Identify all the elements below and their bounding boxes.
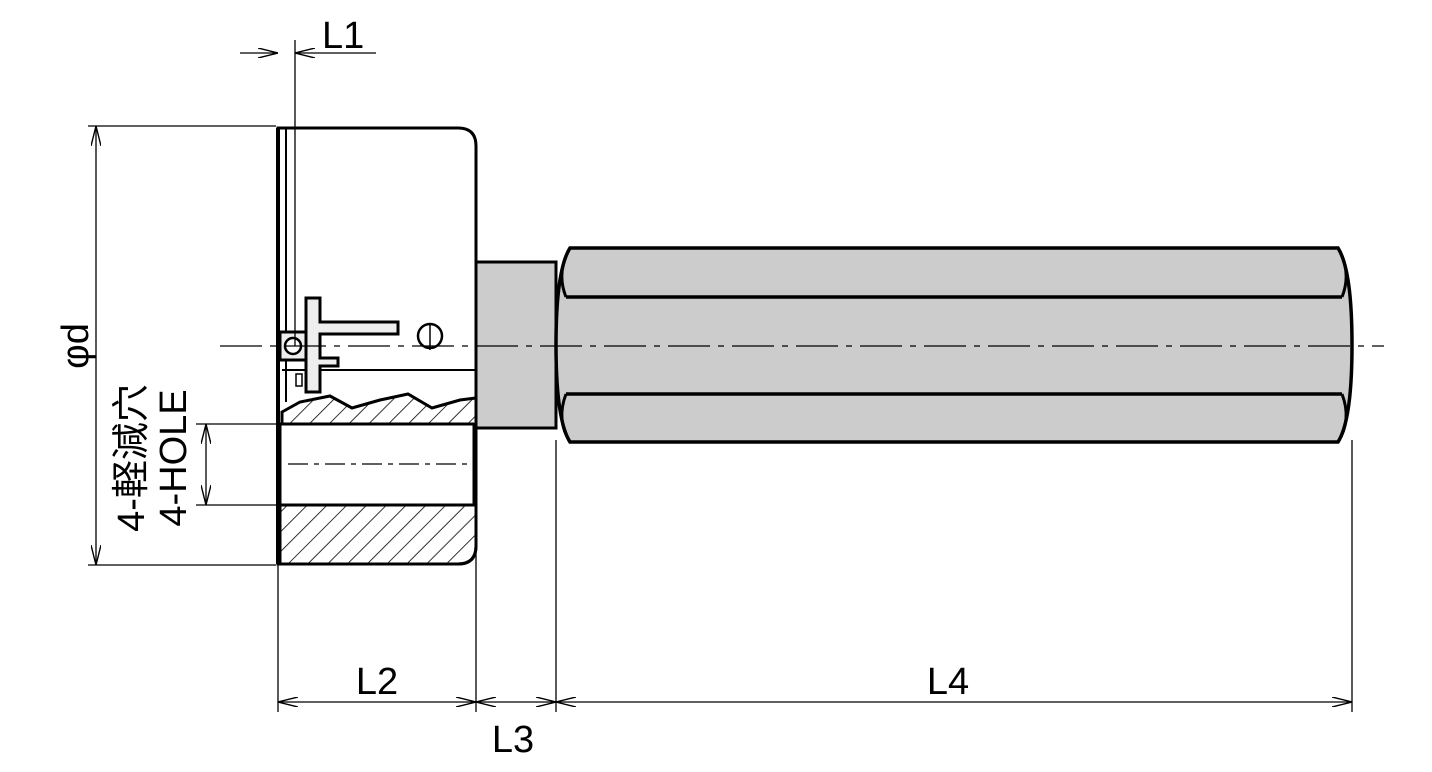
- dim-hole: 4-軽減穴 4-HOLE: [111, 384, 206, 532]
- label-l4: L4: [927, 661, 969, 703]
- hub-section-bottom: [278, 503, 478, 566]
- key-lower-mark: [295, 373, 303, 387]
- label-phi-d: φd: [55, 323, 97, 369]
- hex-shaft-body: [554, 246, 1354, 444]
- hub-section-break: [280, 392, 478, 426]
- hex-shaft: [554, 246, 1354, 444]
- dim-l1: L1: [240, 15, 376, 57]
- dim-phi-d: φd: [55, 126, 97, 565]
- label-hole-en: 4-HOLE: [153, 389, 195, 526]
- dim-l4: L4: [556, 661, 1352, 703]
- hub: [276, 126, 478, 566]
- hex-end-right-upper: [1336, 247, 1348, 298]
- neck: [474, 260, 558, 430]
- hex-end-right-lower: [1336, 393, 1348, 443]
- extension-lines: [88, 40, 1353, 712]
- label-l1: L1: [322, 15, 364, 57]
- label-hole-jp: 4-軽減穴: [111, 384, 153, 532]
- dim-l3: L3: [476, 702, 556, 761]
- hex-end-left-upper: [560, 247, 572, 298]
- label-l3: L3: [492, 719, 534, 761]
- dim-l2: L2: [278, 661, 476, 703]
- clamp-screw: [304, 296, 400, 394]
- hex-end-left-lower: [560, 393, 572, 443]
- label-l2: L2: [356, 661, 398, 703]
